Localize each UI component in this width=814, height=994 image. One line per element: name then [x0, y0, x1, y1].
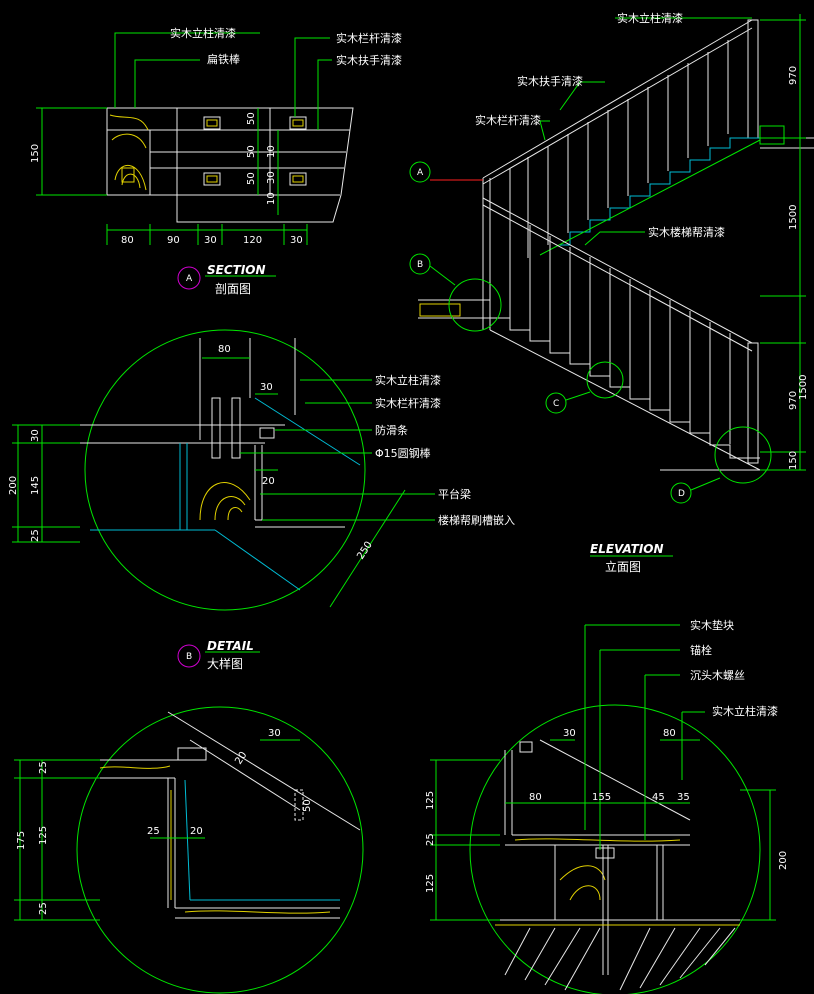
detail-d-dim-l1: 125 [425, 791, 436, 810]
detail-b-title-en: DETAIL [207, 639, 254, 653]
detail-c-drawing [14, 706, 364, 994]
detail-c-dim-l2: 125 [38, 826, 49, 845]
elev-bubble-b: B [417, 260, 423, 270]
section-dim-b1: 80 [121, 235, 134, 246]
detail-b-dim-l4: 200 [8, 476, 19, 495]
detail-d-dim-3: 80 [529, 792, 542, 803]
elev-dim-4: 970 [788, 391, 799, 410]
section-dim-b3: 30 [204, 235, 217, 246]
elev-label-3: 实木栏杆清漆 [475, 113, 541, 127]
detail-b-dim-l2: 145 [30, 476, 41, 495]
detail-b-label-4: Φ15圆钢棒 [375, 446, 431, 460]
elev-dim-3: 1500 [798, 375, 809, 400]
detail-d-dim-l3: 125 [425, 874, 436, 893]
section-dim-i1: 50 [246, 112, 257, 125]
section-drawing [36, 32, 354, 290]
detail-d-label-2: 锚栓 [690, 643, 712, 657]
detail-b-label-3: 防滑条 [375, 423, 408, 437]
detail-b-label-2: 实木栏杆清漆 [375, 396, 441, 410]
detail-b-dim-3: 20 [262, 476, 275, 487]
detail-b-dim-l3: 25 [30, 529, 41, 542]
elev-dim-5: 150 [788, 451, 799, 470]
detail-b-dim-4: 250 [355, 540, 375, 562]
detail-d-label-1: 实木垫块 [690, 618, 734, 632]
detail-b-dim-2: 30 [260, 382, 273, 393]
detail-c-dim-l3: 25 [38, 902, 49, 915]
ground-hatch [504, 927, 736, 991]
elevation-drawing [409, 14, 814, 557]
detail-d-dim-2: 80 [663, 728, 676, 739]
detail-d-dim-7: 200 [778, 851, 789, 870]
detail-b-dim-1: 80 [218, 344, 231, 355]
detail-b-label-5: 平台梁 [438, 487, 471, 501]
detail-b-drawing [12, 329, 435, 668]
detail-d-label-4: 实木立柱清漆 [712, 704, 778, 718]
elev-dim-1: 970 [788, 66, 799, 85]
section-dim-i6: 30 [266, 171, 277, 184]
detail-d-label-3: 沉头木螺丝 [690, 669, 745, 682]
detail-b-bubble: B [186, 652, 192, 662]
detail-b-label-6: 楼梯帮刷槽嵌入 [438, 513, 515, 527]
section-dim-i2: 50 [246, 145, 257, 158]
detail-d-dim-1: 30 [563, 728, 576, 739]
section-label-1: 实木立柱清漆 [170, 26, 236, 40]
elev-title-en: ELEVATION [590, 542, 664, 556]
elev-bubble-c: C [553, 399, 559, 409]
section-label-2: 扁铁棒 [207, 52, 240, 66]
section-title-cn: 剖面图 [215, 282, 251, 296]
section-dim-b5: 30 [290, 235, 303, 246]
elev-bubble-d: D [678, 489, 685, 499]
detail-d-drawing [430, 624, 776, 994]
detail-c-dim-5: 20 [190, 826, 203, 837]
section-dim-i7: 10 [266, 192, 277, 205]
detail-c-dim-l4: 175 [16, 831, 27, 850]
elev-label-2: 实木扶手清漆 [517, 74, 583, 88]
elev-label-1: 实木立柱清漆 [617, 11, 683, 25]
elev-dim-2: 1500 [788, 205, 799, 230]
detail-b-dim-l1: 30 [30, 429, 41, 442]
detail-c-dim-3: 50 [302, 799, 313, 812]
detail-b-title-cn: 大样图 [207, 656, 243, 671]
section-dim-i3: 50 [246, 172, 257, 185]
detail-c-dim-l1: 25 [38, 761, 49, 774]
detail-d-dim-6: 35 [677, 792, 690, 803]
elev-label-4: 实木楼梯帮清漆 [648, 225, 725, 239]
section-bubble: A [186, 274, 193, 284]
elev-title-cn: 立面图 [605, 559, 641, 574]
detail-b-label-1: 实木立柱清漆 [375, 373, 441, 387]
section-dim-left: 150 [30, 144, 41, 163]
section-dim-b2: 90 [167, 235, 180, 246]
detail-c-dim-2: 20 [233, 750, 249, 767]
detail-c-dim-4: 25 [147, 826, 160, 837]
detail-d-dim-l2: 25 [425, 833, 436, 846]
section-label-3: 实木栏杆清漆 [336, 31, 402, 45]
section-dim-i5: 10 [266, 145, 277, 158]
detail-d-dim-4: 155 [592, 792, 611, 803]
detail-d-dim-5: 45 [652, 792, 665, 803]
section-label-4: 实木扶手清漆 [336, 53, 402, 67]
detail-c-dim-1: 30 [268, 728, 281, 739]
section-dim-b4: 120 [243, 235, 262, 246]
section-title-en: SECTION [207, 263, 266, 277]
elev-bubble-a: A [417, 168, 424, 178]
